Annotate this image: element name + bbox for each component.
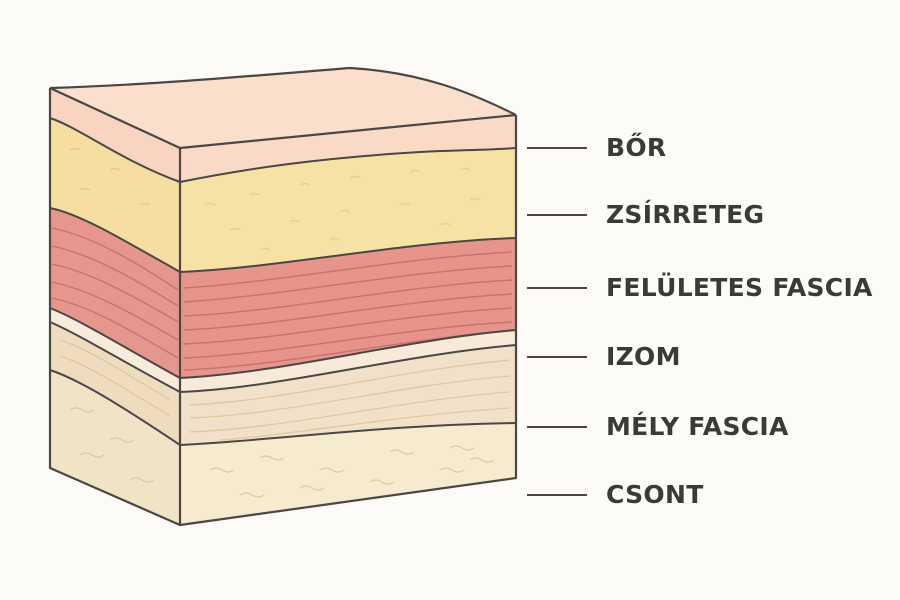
side-skin-layer [50,88,180,182]
label-superficial-fascia: FELÜLETES FASCIA [606,273,873,302]
block-outline [48,66,518,527]
front-bone-texture [209,445,495,498]
side-bone-layer [50,370,180,525]
front-fat-layer [180,148,516,272]
leader-line-skin [527,147,587,149]
side-thin-band [50,308,180,392]
leader-line-fat [527,214,587,216]
front-superficial-fascia-layer [180,330,516,392]
front-fascia-texture [189,359,511,441]
block-front-face [179,115,517,525]
side-muscle-layer [50,208,180,378]
front-layer-boundaries [179,147,517,446]
block-top-face [50,68,516,148]
front-bone-layer [180,423,516,525]
side-texture [59,147,171,483]
side-layer-boundaries [49,117,181,446]
label-bone: CSONT [606,480,704,509]
side-fat-layer [50,118,180,272]
front-skin-layer [180,115,516,182]
leader-line-deep-fascia [527,426,587,428]
front-muscle-fibres [183,251,513,371]
leader-line-muscle [527,356,587,358]
leader-line-bone [527,494,587,496]
side-muscle-fibres [51,227,179,359]
leader-line-superficial-fascia [527,287,587,289]
label-deep-fascia: MÉLY FASCIA [606,412,789,441]
label-muscle: IZOM [606,342,681,371]
label-fat-layer: ZSÍRRETEG [606,200,765,229]
label-skin: BŐR [606,133,667,162]
front-fat-texture [204,167,481,251]
block-side-face [49,88,181,525]
